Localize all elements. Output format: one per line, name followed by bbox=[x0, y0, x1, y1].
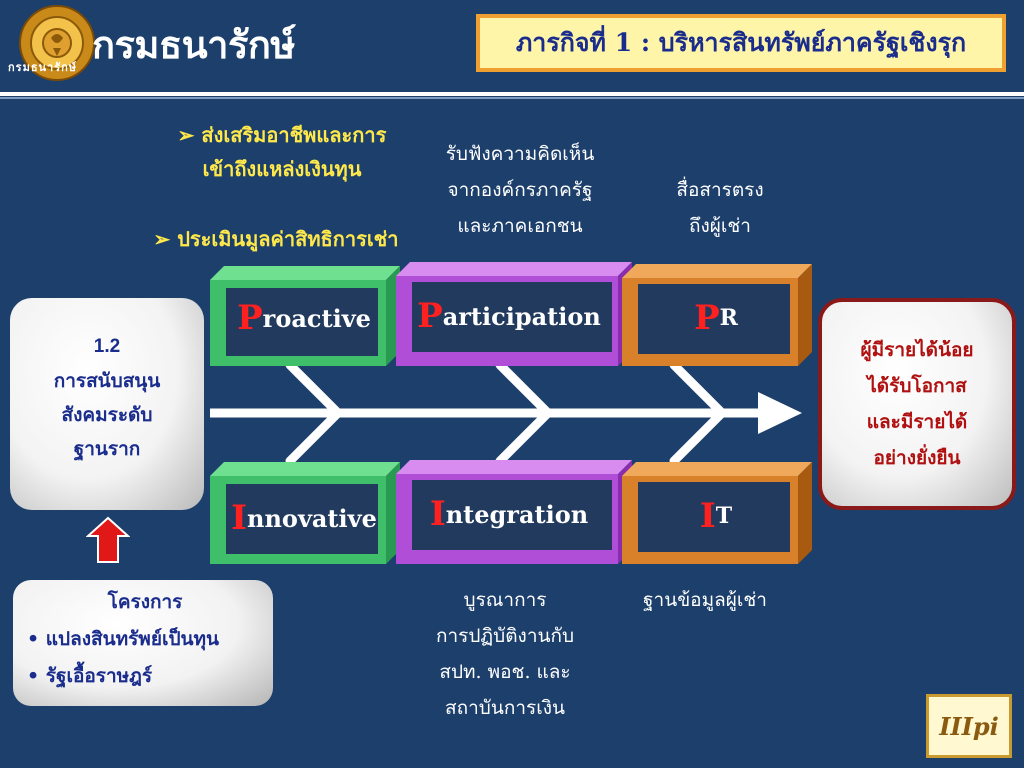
up-arrow-icon bbox=[86, 516, 130, 563]
project-item: • แปลงสินทรัพย์เป็นทุน bbox=[27, 628, 220, 650]
department-seal-icon bbox=[18, 4, 96, 82]
brand-text: IIIpi bbox=[939, 711, 999, 741]
note-line: รับฟังความคิดเห็น bbox=[445, 143, 595, 165]
card-line: สังคมระดับ bbox=[61, 404, 153, 426]
card-line: การสนับสนุน bbox=[53, 370, 161, 392]
pr-rest: R bbox=[719, 305, 738, 331]
note-line: เข้าถึงแหล่งเงินทุน bbox=[202, 157, 362, 181]
it-initial: I bbox=[699, 496, 716, 536]
participation-initial: P bbox=[417, 296, 443, 336]
valuation-note: ➢ ประเมินมูลค่าสิทธิการเช่า bbox=[153, 227, 399, 251]
strategy-number: 1.2 bbox=[93, 336, 121, 357]
note-line: ➢ ส่งเสริมอาชีพและการ bbox=[177, 123, 387, 147]
note-line: จากองค์กรภาครัฐ bbox=[447, 179, 593, 201]
it-note: ฐานข้อมูลผู้เช่า bbox=[643, 589, 767, 611]
note-line: และภาคเอกชน bbox=[457, 215, 583, 237]
card-line: อย่างยั่งยืน bbox=[873, 447, 961, 469]
integration-note: บูรณาการ การปฏิบัติงานกับ สปท. พอช. และ … bbox=[408, 582, 602, 726]
fishbone-arrow-icon bbox=[210, 360, 802, 466]
innovative-rest: nnovative bbox=[247, 503, 377, 533]
project-title: โครงการ bbox=[107, 591, 183, 613]
note-line: สื่อสารตรง bbox=[676, 179, 764, 201]
card-line: ได้รับโอกาส bbox=[867, 375, 967, 397]
innovative-initial: I bbox=[231, 498, 248, 538]
header-divider bbox=[0, 92, 1024, 96]
pr-note: สื่อสารตรง ถึงผู้เช่า bbox=[640, 172, 800, 244]
proactive-note: ➢ ส่งเสริมอาชีพและการ เข้าถึงแหล่งเงินทุ… bbox=[160, 118, 404, 186]
card-line: ฐานราก bbox=[73, 438, 141, 460]
pr-initial: P bbox=[694, 298, 720, 338]
note-line: ถึงผู้เช่า bbox=[689, 215, 751, 237]
mission-text: ภารกิจที่ 1 : บริหารสินทรัพย์ภาครัฐเชิงร… bbox=[515, 28, 967, 57]
brand-logo-icon: IIIpi bbox=[926, 694, 1012, 758]
participation-note: รับฟังความคิดเห็น จากองค์กรภาครัฐ และภาค… bbox=[420, 136, 620, 244]
project-item: • รัฐเอื้อราษฎร์ bbox=[27, 665, 153, 687]
seal-ring-text: กรมธนารักษ์ bbox=[8, 61, 78, 74]
card-line: และมีรายได้ bbox=[866, 411, 968, 433]
note-line: การปฏิบัติงานกับ bbox=[435, 625, 575, 647]
project-card: โครงการ • แปลงสินทรัพย์เป็นทุน • รัฐเอื้… bbox=[13, 580, 273, 706]
it-rest: T bbox=[715, 503, 733, 529]
integration-initial: I bbox=[429, 494, 446, 534]
proactive-initial: P bbox=[237, 298, 263, 338]
note-line: สถาบันการเงิน bbox=[445, 697, 565, 719]
note-line: สปท. พอช. และ bbox=[439, 661, 571, 683]
card-line: ผู้มีรายได้น้อย bbox=[860, 339, 974, 361]
department-title: กรมธนารักษ์ bbox=[92, 22, 295, 67]
integration-rest: ntegration bbox=[445, 499, 589, 529]
participation-rest: articipation bbox=[442, 301, 601, 331]
note-line: บูรณาการ bbox=[463, 589, 547, 611]
header-divider-thin bbox=[0, 97, 1024, 99]
proactive-rest: roactive bbox=[262, 303, 371, 333]
social-support-card: 1.2 การสนับสนุน สังคมระดับ ฐานราก bbox=[10, 298, 204, 510]
mission-banner: ภารกิจที่ 1 : บริหารสินทรัพย์ภาครัฐเชิงร… bbox=[476, 14, 1006, 72]
outcome-card: ผู้มีรายได้น้อย ได้รับโอกาส และมีรายได้ … bbox=[818, 298, 1016, 510]
